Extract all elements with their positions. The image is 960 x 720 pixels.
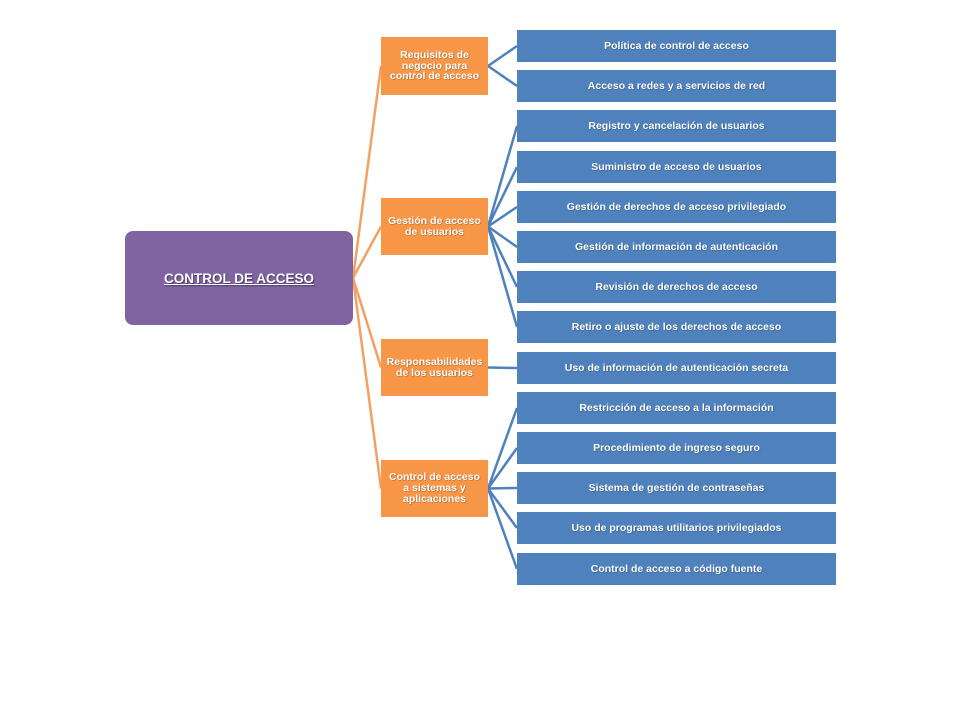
leaf-label: Suministro de acceso de usuarios (591, 161, 762, 173)
category-to-leaf-line (487, 225, 518, 249)
category-to-leaf-line (487, 486, 518, 490)
root-to-category-line (351, 225, 383, 279)
leaf-node: Registro y cancelación de usuarios (517, 110, 836, 142)
leaf-label: Procedimiento de ingreso seguro (593, 442, 760, 454)
category-to-leaf-line (486, 225, 519, 288)
category-label: Control de acceso a sistemas y aplicacio… (388, 471, 481, 505)
category-to-leaf-line (486, 407, 519, 489)
root-to-category-line (351, 277, 383, 368)
category-to-leaf-line (486, 125, 519, 227)
leaf-node: Uso de programas utilitarios privilegiad… (517, 512, 836, 544)
category-node-business-requirements: Requisitos de negocio para control de ac… (381, 37, 488, 95)
leaf-label: Registro y cancelación de usuarios (588, 120, 765, 132)
leaf-node: Control de acceso a código fuente (517, 553, 836, 585)
leaf-label: Gestión de información de autenticación (574, 241, 779, 253)
category-node-system-application-access: Control de acceso a sistemas y aplicacio… (381, 460, 488, 517)
leaf-node: Suministro de acceso de usuarios (517, 151, 836, 183)
category-label: Responsabilidades de los usuarios (386, 355, 483, 379)
leaf-label: Uso de información de autenticación secr… (564, 362, 789, 374)
root-to-category-line (351, 277, 383, 489)
root-label: CONTROL DE ACCESO (163, 270, 314, 286)
category-to-leaf-line (487, 64, 518, 88)
category-node-user-access-management: Gestión de acceso de usuarios (381, 198, 488, 255)
leaf-node: Revisión de derechos de acceso (517, 271, 836, 303)
leaf-node: Uso de información de autenticación secr… (517, 352, 836, 384)
category-to-leaf-line (486, 487, 519, 529)
leaf-label: Política de control de acceso (604, 40, 749, 52)
root-to-category-line (351, 65, 383, 279)
leaf-node: Procedimiento de ingreso seguro (517, 432, 836, 464)
category-to-leaf-line (487, 205, 518, 228)
leaf-label: Uso de programas utilitarios privilegiad… (571, 522, 782, 534)
category-to-leaf-line (486, 226, 519, 328)
leaf-node: Sistema de gestión de contraseñas (517, 472, 836, 504)
leaf-node: Restricción de acceso a la información (517, 392, 836, 424)
leaf-label: Gestión de derechos de acceso privilegia… (566, 201, 787, 213)
leaf-label: Restricción de acceso a la información (579, 402, 774, 414)
root-node: CONTROL DE ACCESO (125, 231, 353, 325)
category-to-leaf-line (486, 166, 519, 228)
leaf-node: Política de control de acceso (517, 30, 836, 62)
leaf-node: Gestión de información de autenticación (517, 231, 836, 263)
leaf-node: Gestión de derechos de acceso privilegia… (517, 191, 836, 223)
leaf-label: Revisión de derechos de acceso (595, 281, 758, 293)
leaf-label: Acceso a redes y a servicios de red (587, 80, 766, 92)
category-to-leaf-line (487, 366, 518, 370)
category-label: Requisitos de negocio para control de ac… (389, 48, 480, 83)
leaf-label: Control de acceso a código fuente (590, 563, 763, 575)
category-to-leaf-line (487, 44, 518, 68)
category-to-leaf-line (486, 447, 519, 490)
leaf-node: Retiro o ajuste de los derechos de acces… (517, 311, 836, 343)
category-to-leaf-line (486, 488, 519, 570)
leaf-label: Retiro o ajuste de los derechos de acces… (571, 321, 782, 333)
leaf-node: Acceso a redes y a servicios de red (517, 70, 836, 102)
category-label: Gestión de acceso de usuarios (388, 214, 481, 238)
category-node-user-responsibilities: Responsabilidades de los usuarios (381, 339, 488, 396)
leaf-label: Sistema de gestión de contraseñas (588, 482, 765, 494)
